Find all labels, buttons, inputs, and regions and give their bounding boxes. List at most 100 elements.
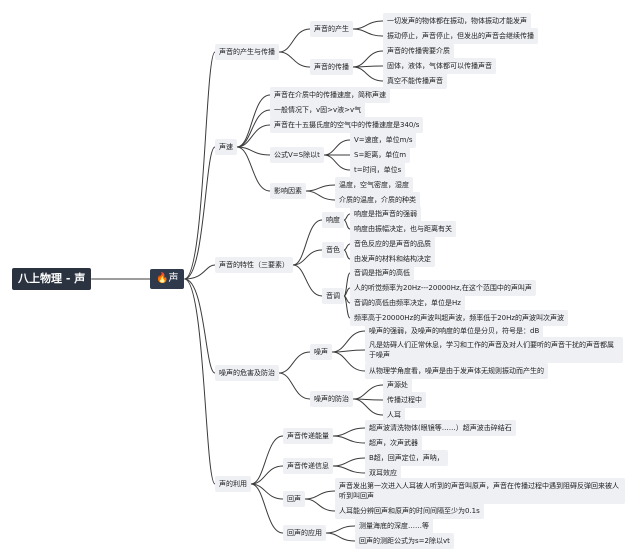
leaf[interactable]: 响度是指声音的强弱 bbox=[350, 206, 421, 222]
connector bbox=[325, 532, 356, 542]
leaf[interactable]: 声音的传播需要介质 bbox=[383, 43, 454, 59]
leaf[interactable]: 人耳能分辨回声和原声的时间间隔至少为0.1s bbox=[335, 503, 484, 519]
topic-sound-characteristics[interactable]: 声音的特性（三要素） bbox=[215, 257, 293, 273]
connector bbox=[236, 109, 271, 148]
fire-icon: 🔥 bbox=[156, 273, 169, 284]
center-label: 声 bbox=[168, 273, 179, 284]
leaf[interactable]: 从物理学角度看，噪声是由于发声体无规则振动而产生的 bbox=[365, 363, 548, 379]
connector bbox=[250, 435, 284, 485]
leaf[interactable]: 固体，液体，气体都可以传播声音 bbox=[383, 58, 496, 74]
leaf[interactable]: 频率高于20000Hz的声波叫超声波，频率低于20Hz的声波叫次声波 bbox=[350, 310, 569, 326]
connector bbox=[236, 124, 271, 148]
connector bbox=[352, 398, 384, 416]
connector bbox=[352, 50, 384, 68]
connector bbox=[332, 435, 366, 444]
connector bbox=[292, 249, 323, 266]
connector bbox=[250, 483, 284, 534]
connector bbox=[323, 154, 351, 171]
connector bbox=[236, 146, 271, 192]
leaf[interactable]: 人耳 bbox=[383, 407, 405, 423]
connector bbox=[352, 384, 384, 400]
root-node[interactable]: 八上物理 - 声 bbox=[12, 268, 92, 290]
leaf[interactable]: B超，回声定位，声呐， bbox=[365, 450, 448, 466]
connector bbox=[250, 465, 284, 485]
leaf[interactable]: 真空不能传播声音 bbox=[383, 73, 447, 89]
connector bbox=[184, 146, 216, 280]
connector bbox=[305, 184, 336, 192]
connector bbox=[278, 51, 311, 68]
connector bbox=[278, 372, 311, 400]
connector bbox=[292, 264, 323, 297]
center-node[interactable]: 🔥声 bbox=[150, 269, 185, 289]
connector bbox=[331, 330, 366, 353]
connector bbox=[304, 498, 336, 512]
leaf[interactable]: 由发声的材料和结构决定 bbox=[350, 251, 435, 267]
connector bbox=[292, 219, 323, 266]
leaf[interactable]: 温度，空气密度，湿度 bbox=[335, 177, 413, 193]
leaf[interactable]: 声音发出第一次进入人耳被人听到的声音叫原声，声音在传播过程中遇到阻碍反弹回来被人… bbox=[335, 478, 625, 504]
leaf[interactable]: 声音在十五摄氏度的空气中的传播速度是340/s bbox=[270, 117, 424, 133]
connector bbox=[332, 427, 366, 437]
connector bbox=[352, 20, 384, 30]
subtopic-noise[interactable]: 噪声 bbox=[310, 344, 332, 360]
subtopic-echo-applications[interactable]: 回声的应用 bbox=[283, 525, 326, 541]
leaf[interactable]: V=速度，单位m/s bbox=[350, 132, 417, 148]
leaf[interactable]: 测量海底的深度……等 bbox=[355, 518, 433, 534]
leaf[interactable]: t=时间，单位s bbox=[350, 162, 406, 178]
connector bbox=[343, 219, 351, 230]
connector bbox=[184, 51, 216, 280]
subtopic-influencing-factors[interactable]: 影响因素 bbox=[270, 183, 306, 199]
connector bbox=[352, 28, 384, 37]
connector bbox=[332, 465, 366, 474]
leaf[interactable]: 一般情况下，v固>v液>v气 bbox=[270, 102, 366, 118]
leaf[interactable]: 噪声的强弱，及噪声的响度的单位是分贝，符号是：dB bbox=[365, 323, 544, 339]
subtopic-pitch[interactable]: 音调 bbox=[322, 288, 344, 304]
connector bbox=[278, 351, 311, 374]
topic-sound-production-propagation[interactable]: 声音的产生与传播 bbox=[215, 44, 279, 60]
subtopic-sound-production[interactable]: 声音的产生 bbox=[310, 21, 353, 37]
connector bbox=[236, 146, 271, 156]
subtopic-sound-propagation[interactable]: 声音的传播 bbox=[310, 59, 353, 75]
connector bbox=[343, 249, 351, 260]
leaf[interactable]: 声音在介质中的传播速度，简称声速 bbox=[270, 87, 390, 103]
subtopic-transmits-information[interactable]: 声音传递信息 bbox=[283, 458, 333, 474]
leaf[interactable]: 传播过程中 bbox=[383, 392, 426, 408]
topic-sound-speed[interactable]: 声速 bbox=[215, 139, 237, 155]
connector bbox=[305, 190, 336, 201]
leaf[interactable]: 回声的测距公式为s=2除以vt bbox=[355, 533, 454, 549]
subtopic-timbre[interactable]: 音色 bbox=[322, 242, 344, 258]
connector bbox=[323, 139, 351, 156]
leaf[interactable]: 响度由振幅决定，也与距离有关 bbox=[350, 221, 456, 237]
connector bbox=[332, 457, 366, 467]
connector bbox=[304, 490, 336, 500]
leaf[interactable]: 音调的高低由频率决定，单位是Hz bbox=[350, 295, 465, 311]
leaf[interactable]: 一切发声的物体都在振动，物体振动才能发声 bbox=[383, 13, 531, 29]
leaf[interactable]: 音色反应的是声音的品质 bbox=[350, 236, 435, 252]
leaf[interactable]: 人的听觉频率为20Hz---20000Hz,在这个范围中的声叫声 bbox=[350, 280, 536, 296]
subtopic-echo[interactable]: 回声 bbox=[283, 491, 305, 507]
connector bbox=[343, 295, 351, 319]
connector bbox=[184, 264, 216, 280]
subtopic-noise-prevention[interactable]: 噪声的防治 bbox=[310, 391, 353, 407]
leaf[interactable]: 音调是指声的高低 bbox=[350, 265, 414, 281]
topic-noise-hazards-prevention[interactable]: 噪声的危害及防治 bbox=[215, 365, 279, 381]
connector bbox=[278, 28, 311, 53]
leaf[interactable]: 超声波清洗物体(眼镜等……）超声波击碎结石 bbox=[365, 420, 516, 436]
leaf[interactable]: S=距离，单位m bbox=[350, 147, 411, 163]
leaf[interactable]: 声源处 bbox=[383, 377, 412, 393]
leaf[interactable]: 振动停止，声音停止，但发出的声音会继续传播 bbox=[383, 28, 538, 44]
leaf[interactable]: 介质的温度，介质的种类 bbox=[335, 192, 420, 208]
leaf[interactable]: 凡是妨碍人们正常休息，学习和工作的声音及对人们要听的声音干扰的声音都属于噪声 bbox=[365, 337, 623, 363]
connector bbox=[352, 66, 384, 82]
leaf[interactable]: 超声，次声武器 bbox=[365, 435, 422, 451]
topic-sound-applications[interactable]: 声的利用 bbox=[215, 476, 251, 492]
leaf[interactable]: 双耳效应 bbox=[365, 465, 401, 481]
subtopic-loudness[interactable]: 响度 bbox=[322, 212, 344, 228]
connector bbox=[184, 278, 216, 485]
connector bbox=[331, 351, 366, 372]
subtopic-formula[interactable]: 公式V=S除以t bbox=[270, 147, 324, 163]
connector bbox=[184, 278, 216, 374]
connector bbox=[325, 525, 356, 534]
subtopic-transmits-energy[interactable]: 声音传递能量 bbox=[283, 428, 333, 444]
